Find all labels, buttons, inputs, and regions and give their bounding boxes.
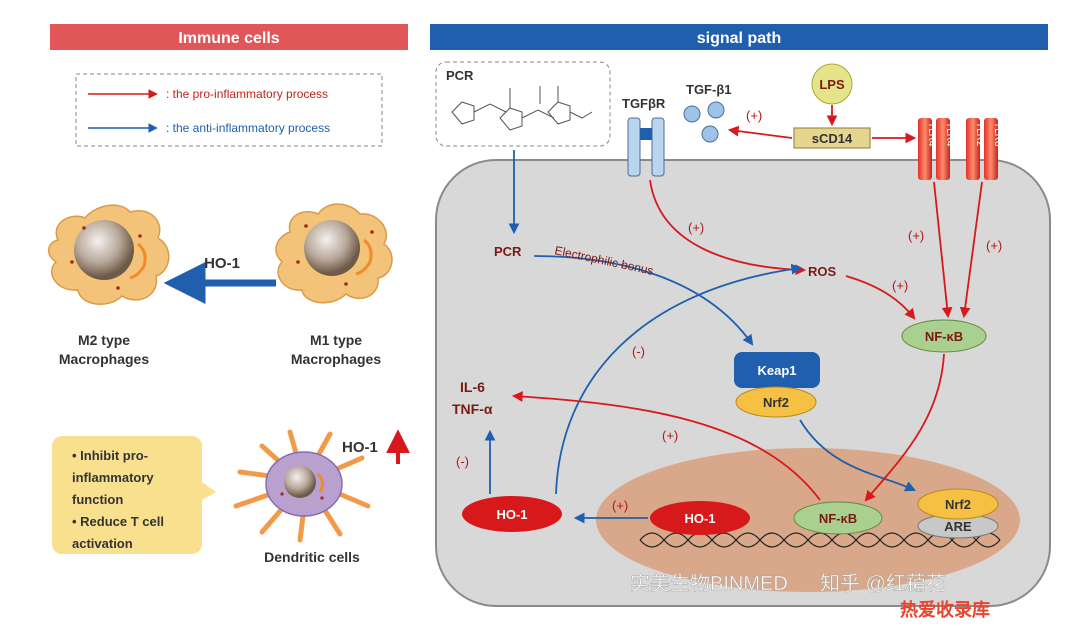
signal-path-header	[430, 24, 1048, 50]
tlr4-plus: (+)	[908, 228, 924, 243]
watermark-line2: 知乎 @红藊花	[820, 572, 946, 595]
ho1-nucleus	[650, 501, 750, 535]
ho1-nucleus-label: HO-1	[684, 511, 715, 526]
tlr2-label: TLR2	[974, 122, 985, 147]
tlr4-a	[918, 118, 932, 180]
callout-bubble	[52, 436, 216, 554]
legend-pro-text: : the pro-inflammatory process	[166, 87, 328, 101]
are-label: ARE	[944, 519, 972, 534]
pcr-molecule-icon	[451, 86, 593, 131]
nfkb-cytokines-plus: (+)	[662, 428, 678, 443]
callout-line1: • Inhibit pro-	[72, 448, 148, 463]
lps-circle	[811, 63, 853, 105]
m2-label-line2: Macrophages	[59, 351, 149, 367]
pcr-label: PCR	[494, 244, 522, 259]
lps-label: LPS	[819, 77, 845, 92]
m1-label-line1: M1 type	[310, 332, 362, 348]
tlr4-b-label: TLR4	[944, 122, 955, 147]
tgf-beta1-molecules	[683, 101, 725, 143]
ros-to-nfkb-arrow	[845, 275, 916, 320]
ros-nfkb-plus: (+)	[892, 278, 908, 293]
scd14-tgf-plus: (+)	[746, 108, 762, 123]
legend-box	[75, 73, 383, 147]
tgf-receptor-label: TGFβR	[622, 96, 666, 111]
tlr4-b	[936, 118, 950, 180]
ho1-to-ros-arrow	[555, 263, 803, 495]
m2-label-line1: M2 type	[78, 332, 130, 348]
tgf-beta-receptor	[627, 117, 665, 177]
tlr6	[984, 118, 998, 180]
ho1-transcription-plus: (+)	[612, 498, 628, 513]
ros-label: ROS	[808, 264, 837, 279]
nfkb-cytoplasm	[901, 319, 987, 353]
tlr4-to-nfkb-arrow	[933, 181, 953, 319]
pcr-box-label: PCR	[446, 68, 474, 83]
dendritic-ho1-label: HO-1	[342, 439, 378, 456]
ho1-cytoplasm-label: HO-1	[496, 507, 527, 522]
tlr4-a-label: TLR4	[926, 122, 937, 147]
nfkb-to-cytokines-arrow	[511, 391, 821, 501]
tgf-ligand-label: TGF-β1	[686, 82, 732, 97]
nrf2-cytoplasm	[735, 386, 817, 418]
callout-line5: activation	[72, 536, 133, 551]
immune-cells-header	[50, 24, 408, 50]
ho1-macrophage-label: HO-1	[204, 255, 240, 272]
nrf2-nucleus	[917, 488, 999, 520]
scd14-to-tgf-arrow	[727, 125, 793, 139]
keap1-box	[734, 352, 820, 388]
tlr2	[966, 118, 980, 180]
dendritic-caption: Dendritic cells	[264, 549, 360, 565]
m2-macrophage	[47, 204, 170, 305]
watermark-line1: 实美生物BINMED	[630, 572, 788, 595]
nfkb-nucleus-label: NF-κB	[819, 511, 857, 526]
m1-macrophage	[275, 203, 393, 304]
scd14-box	[793, 127, 871, 149]
pcr-structure-box	[435, 61, 611, 147]
legend-anti-text: : the anti-inflammatory process	[166, 121, 330, 135]
tlr6-label: TLR6	[992, 122, 1003, 147]
tgf-ros-plus: (+)	[688, 220, 704, 235]
electrophilic-arrow	[533, 255, 754, 346]
nrf2-to-nucleus-arrow	[799, 419, 916, 492]
ho1-ros-minus: (-)	[632, 344, 645, 359]
signal-path-header-text: signal path	[697, 30, 781, 47]
ho1-cytokines-minus: (-)	[456, 454, 469, 469]
nfkb-cytoplasm-label: NF-κB	[925, 329, 963, 344]
m1-label-line2: Macrophages	[291, 351, 381, 367]
nrf2-cytoplasm-label: Nrf2	[763, 395, 789, 410]
nfkb-nucleus	[793, 501, 883, 535]
scd14-label: sCD14	[812, 131, 853, 146]
watermark-line3: 热爱收录库	[900, 599, 990, 620]
callout-line4: • Reduce T cell	[72, 514, 164, 529]
keap1-label: Keap1	[757, 363, 796, 378]
dendritic-cell	[233, 429, 371, 543]
tlr2-plus: (+)	[986, 238, 1002, 253]
tgf-to-ros-arrow	[649, 179, 807, 276]
tnfa-label: TNF-α	[452, 401, 493, 417]
tlr-receptors: TLR4 TLR4 TLR2 TLR6	[918, 118, 1003, 180]
immune-cells-header-text: Immune cells	[178, 30, 279, 47]
callout-line3: function	[72, 492, 123, 507]
il6-label: IL-6	[460, 379, 485, 395]
ho1-cytoplasm	[462, 496, 562, 532]
callout-line2: inflammatory	[72, 470, 154, 485]
tlr2-to-nfkb-arrow	[959, 181, 983, 319]
nfkb-to-nucleus-arrow	[864, 353, 945, 502]
nrf2-nucleus-label: Nrf2	[945, 497, 971, 512]
